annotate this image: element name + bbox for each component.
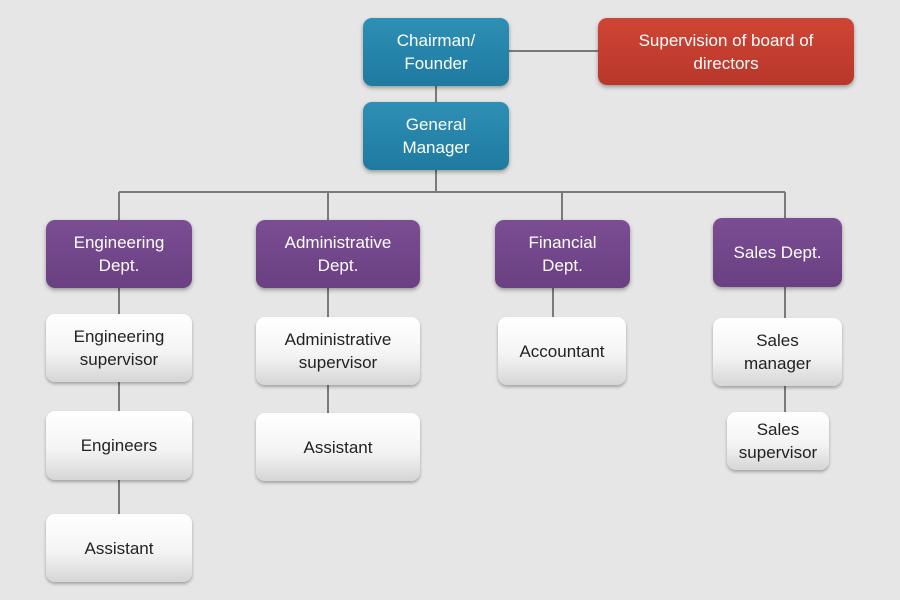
chairman-box: Chairman/ Founder <box>363 18 509 86</box>
sales-supervisor-box: Sales supervisor <box>727 412 829 470</box>
engineering-dept-box: Engineering Dept. <box>46 220 192 288</box>
general-manager-box: General Manager <box>363 102 509 170</box>
board-supervision-box: Supervision of board of directors <box>598 18 854 85</box>
administrative-assistant-box: Assistant <box>256 413 420 481</box>
administrative-supervisor-box: Administrative supervisor <box>256 317 420 385</box>
engineering-supervisor-box: Engineering supervisor <box>46 314 192 382</box>
administrative-dept-box: Administrative Dept. <box>256 220 420 288</box>
accountant-box: Accountant <box>498 317 626 385</box>
sales-manager-box: Sales manager <box>713 318 842 386</box>
engineers-box: Engineers <box>46 411 192 480</box>
engineering-assistant-box: Assistant <box>46 514 192 582</box>
financial-dept-box: Financial Dept. <box>495 220 630 288</box>
sales-dept-box: Sales Dept. <box>713 218 842 287</box>
